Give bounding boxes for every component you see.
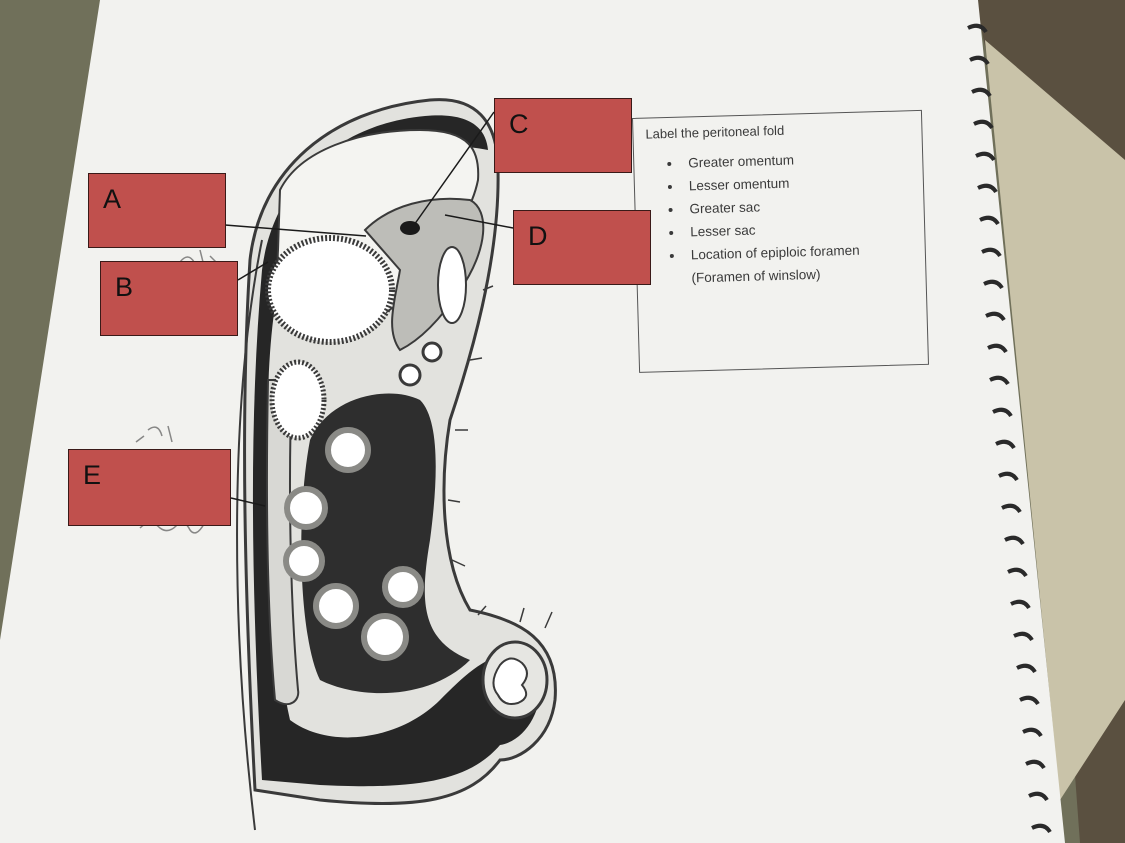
label-letter-d: D [528, 221, 548, 251]
binder-edge [985, 40, 1125, 800]
vessel-2 [398, 363, 422, 387]
legend-box: Label the peritoneal fold Greater omentu… [632, 109, 930, 373]
legend-title: Label the peritoneal fold [645, 122, 785, 142]
leader-lines [224, 111, 514, 507]
leader-line-a [224, 224, 367, 237]
intestine-loops [283, 427, 424, 661]
label-letter-e: E [83, 460, 102, 490]
leader-line-e [230, 497, 266, 507]
leader-line-b [237, 261, 269, 281]
label-box-e[interactable]: E [68, 449, 231, 526]
label-box-d[interactable]: D [513, 210, 651, 285]
external-body-outline [236, 239, 263, 831]
peritoneum-diagram [236, 98, 557, 831]
epiploic-foramen-dot [400, 221, 420, 235]
label-box-a[interactable]: A [88, 173, 226, 248]
pancreas [437, 246, 467, 324]
label-box-b[interactable]: B [100, 261, 238, 336]
label-box-c[interactable]: C [494, 98, 632, 173]
kidney-inner [492, 657, 528, 705]
wall-hairs [447, 285, 553, 629]
legend-list: Greater omentum Lesser omentum Greater s… [664, 145, 906, 290]
leader-line-d [444, 214, 514, 229]
label-letter-a: A [103, 184, 122, 214]
stomach [265, 235, 395, 345]
vessel-1 [421, 341, 443, 363]
transverse-colon [269, 359, 327, 441]
label-letter-c: C [509, 109, 529, 139]
legend-item: Location of epiploic foramen (Foramen of… [685, 237, 906, 289]
leader-line-c [413, 111, 495, 226]
spiral-binding [967, 23, 1052, 834]
label-letter-b: B [115, 272, 134, 302]
